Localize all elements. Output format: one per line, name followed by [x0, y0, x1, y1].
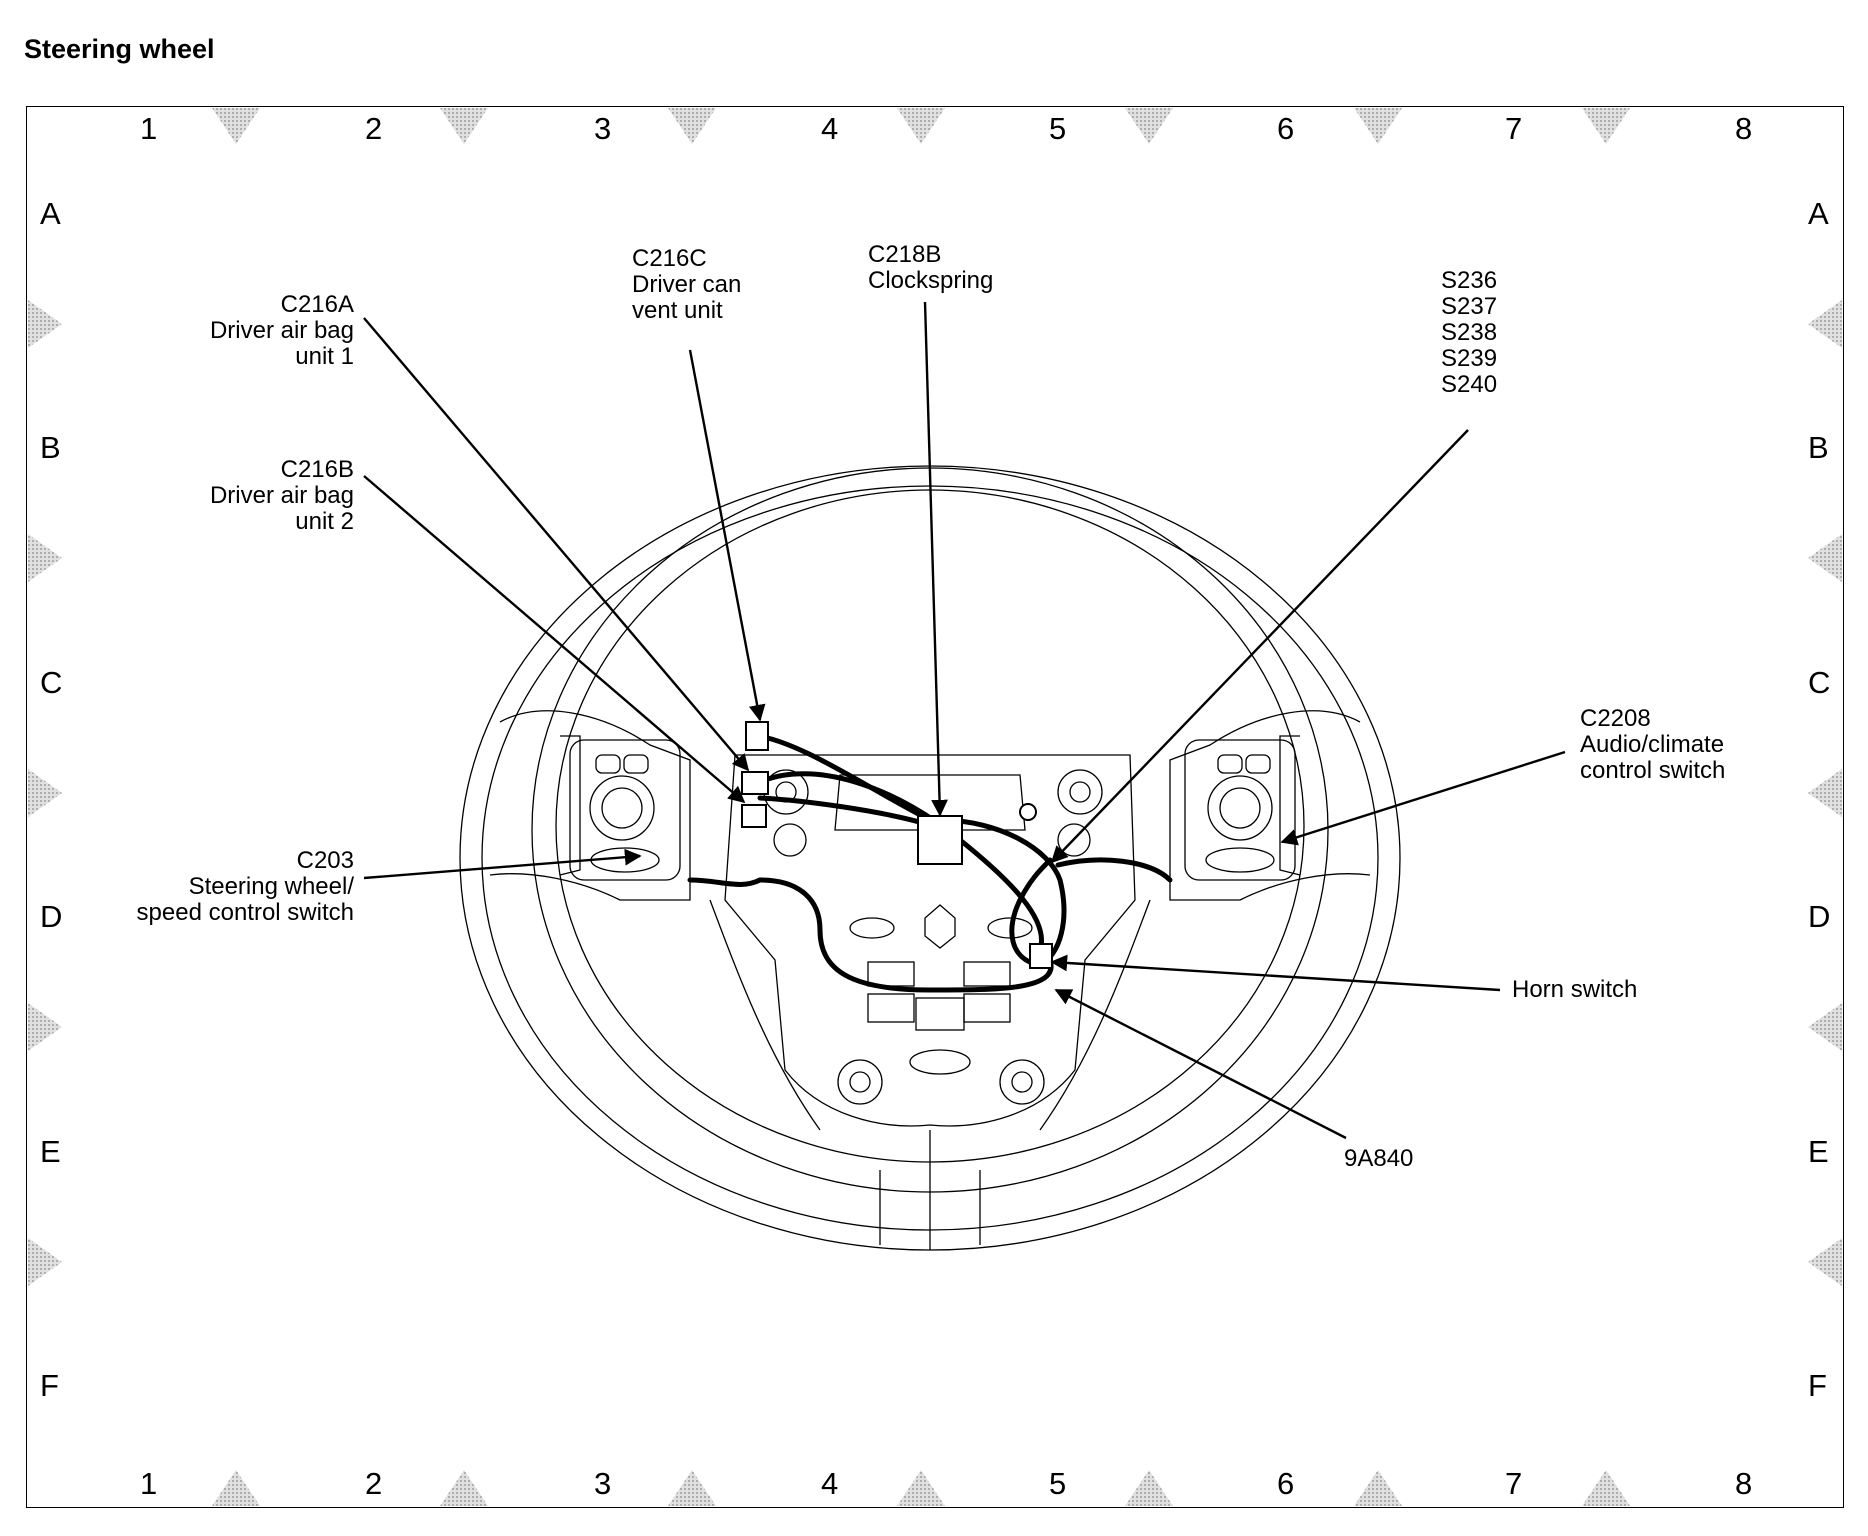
- col-label-top-4: 4: [821, 111, 839, 146]
- col-label-bottom-6: 6: [1277, 1466, 1295, 1501]
- row-label-right-b: B: [1808, 430, 1829, 465]
- callout-c216c-desc1: Driver can: [632, 271, 742, 298]
- callout-c2208-desc1: Audio/climate: [1580, 731, 1725, 758]
- splice-s237: S237: [1441, 293, 1498, 320]
- col-label-top-3: 3: [594, 111, 612, 146]
- splice-s236: S236: [1441, 267, 1498, 294]
- row-label-left-b: B: [40, 430, 61, 465]
- col-label-top-5: 5: [1049, 111, 1067, 146]
- callout-c216a-code: C216A: [280, 291, 354, 318]
- callout-horn-switch: Horn switch: [1512, 976, 1638, 1003]
- splice-s239: S239: [1441, 345, 1498, 372]
- splice-s240: S240: [1441, 371, 1498, 398]
- col-label-top-7: 7: [1505, 111, 1523, 146]
- connectors: [741, 721, 1053, 969]
- col-label-bottom-1: 1: [140, 1466, 158, 1501]
- callout-c218b-code: C218B: [868, 241, 942, 268]
- border-markers: [28, 108, 1842, 1506]
- callout-c216b-code: C216B: [280, 456, 354, 483]
- leader-lines: [363, 301, 1566, 1140]
- row-label-left-f: F: [40, 1368, 59, 1403]
- callout-c203-desc1: Steering wheel/: [188, 873, 354, 900]
- callout-c216a-desc2: unit 1: [295, 343, 354, 370]
- col-label-bottom-2: 2: [365, 1466, 383, 1501]
- page-title: Steering wheel: [24, 34, 215, 64]
- row-label-right-f: F: [1808, 1368, 1827, 1403]
- diagram-frame: [26, 106, 1844, 1508]
- callout-c216c-code: C216C: [632, 245, 707, 272]
- col-label-bottom-4: 4: [821, 1466, 839, 1501]
- row-label-right-e: E: [1808, 1134, 1829, 1169]
- callout-c216c: C216C Driver can vent unit: [632, 246, 741, 324]
- callout-c216b: C216B Driver air bag unit 2: [160, 457, 354, 535]
- row-label-left-e: E: [40, 1134, 61, 1169]
- callout-c218b: C218B Clockspring: [868, 242, 993, 294]
- col-label-top-1: 1: [140, 111, 158, 146]
- row-label-right-c: C: [1808, 665, 1831, 700]
- col-label-top-8: 8: [1735, 111, 1753, 146]
- col-label-bottom-5: 5: [1049, 1466, 1067, 1501]
- row-label-right-a: A: [1808, 196, 1829, 231]
- callout-c2208-code: C2208: [1580, 705, 1651, 732]
- callout-c203: C203 Steering wheel/ speed control switc…: [80, 848, 354, 926]
- callout-c216b-desc2: unit 2: [295, 508, 354, 535]
- col-label-bottom-3: 3: [594, 1466, 612, 1501]
- col-label-bottom-7: 7: [1505, 1466, 1523, 1501]
- row-label-right-d: D: [1808, 899, 1831, 934]
- callout-9a840: 9A840: [1344, 1145, 1414, 1172]
- col-label-top-2: 2: [365, 111, 383, 146]
- row-label-left-c: C: [40, 665, 63, 700]
- callout-c2208: C2208 Audio/climate control switch: [1580, 706, 1725, 784]
- callout-c216a: C216A Driver air bag unit 1: [160, 292, 354, 370]
- callout-c203-desc2: speed control switch: [136, 899, 354, 926]
- callout-c2208-desc2: control switch: [1580, 757, 1726, 784]
- row-label-left-d: D: [40, 899, 63, 934]
- col-label-top-6: 6: [1277, 111, 1295, 146]
- col-label-bottom-8: 8: [1735, 1466, 1753, 1501]
- row-label-left-a: A: [40, 196, 61, 231]
- callout-c218b-desc1: Clockspring: [868, 267, 994, 294]
- callout-c216c-desc2: vent unit: [632, 297, 723, 324]
- callout-splices: S236 S237 S238 S239 S240: [1441, 268, 1497, 398]
- callout-c216a-desc1: Driver air bag: [209, 317, 354, 344]
- splice-s238: S238: [1441, 319, 1498, 346]
- callout-c203-code: C203: [296, 847, 354, 874]
- callout-c216b-desc1: Driver air bag: [209, 482, 354, 509]
